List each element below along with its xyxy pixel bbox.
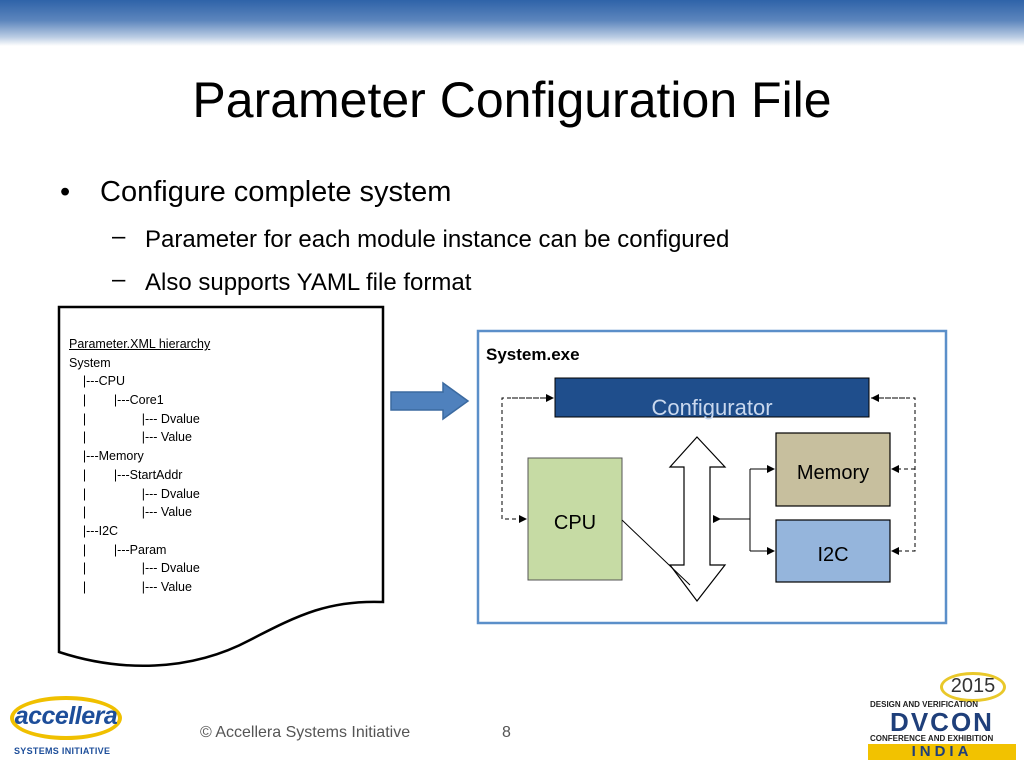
document-line: | |--- Value: [69, 505, 192, 520]
configurator-box: [554, 377, 870, 418]
cpu-box: [527, 457, 623, 581]
document-line: | |--- Dvalue: [69, 411, 200, 426]
cpu-label: CPU: [553, 511, 597, 534]
dvcon-year: 2015: [950, 675, 996, 697]
dvcon-name: DVCON: [890, 707, 994, 737]
footer-page-number: 8: [502, 724, 511, 741]
bus-double-arrow: [668, 436, 727, 602]
accellera-logo-name: accellera: [14, 702, 118, 730]
bullet-dash-icon: –: [112, 266, 126, 293]
document-text: Parameter.XML hierarchy System |---CPU |…: [69, 335, 210, 597]
document-shape: [57, 305, 385, 667]
dvcon-logo: 2015 DESIGN AND VERIFICATION DVCON CONFE…: [868, 672, 1016, 760]
dvcon-tagline-bottom: CONFERENCE AND EXHIBITION: [870, 734, 994, 743]
bullet-sub-1-text: Parameter for each module instance can b…: [145, 226, 730, 253]
dvcon-tagline-top: DESIGN AND VERIFICATION: [870, 700, 979, 709]
document-line: | |--- Dvalue: [69, 561, 200, 576]
document-line: |---CPU: [69, 374, 126, 389]
document-line: | |---StartAddr: [69, 467, 183, 482]
document-line: |---I2C: [69, 523, 119, 538]
system-exe-label: System.exe: [486, 345, 580, 364]
document-line: Parameter.XML hierarchy: [69, 337, 211, 351]
memory-box: [775, 432, 891, 507]
document-line: | |---Core1: [69, 393, 164, 408]
accellera-logo: accellera SYSTEMS INITIATIVE: [6, 694, 126, 762]
accellera-ring-icon: [10, 696, 122, 740]
dashed-config-right: [871, 397, 916, 555]
document-line: System: [69, 355, 111, 370]
document-line: | |--- Value: [69, 430, 192, 445]
i2c-label: I2C: [817, 543, 849, 566]
bullet-dash-icon: –: [112, 223, 126, 250]
slide-title: Parameter Configuration File: [192, 72, 832, 128]
dvcon-region: INDIA: [868, 744, 1016, 760]
cpu-bus-link: [621, 519, 691, 586]
bullet-main-text: Configure complete system: [100, 176, 452, 208]
right-arrow-shape: [390, 381, 470, 421]
accellera-logo-sub: SYSTEMS INITIATIVE: [14, 746, 111, 756]
bullet-dot-icon: •: [60, 176, 71, 208]
header-gradient-bar: [0, 0, 1024, 46]
dashed-config-cpu: [501, 397, 553, 523]
memory-label: Memory: [796, 461, 870, 484]
document-line: | |--- Value: [69, 579, 192, 594]
document-line: |---Memory: [69, 449, 144, 464]
i2c-box: [775, 519, 891, 583]
bullet-sub-2-text: Also supports YAML file format: [145, 269, 472, 296]
dvcon-ring-icon: [940, 672, 1006, 702]
footer-copyright: © Accellera Systems Initiative: [200, 724, 411, 741]
document-line: | |--- Dvalue: [69, 486, 200, 501]
document-line: | |---Param: [69, 542, 167, 557]
configurator-label: Configurator: [651, 394, 773, 420]
